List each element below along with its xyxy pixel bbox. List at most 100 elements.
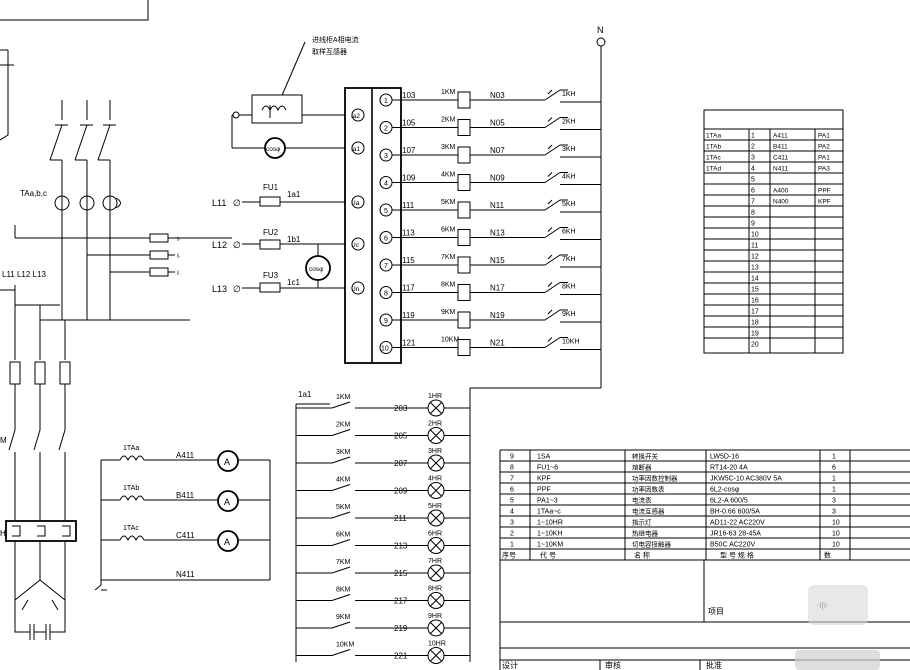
step-neutral-label: N15 bbox=[490, 256, 505, 265]
kh-contact bbox=[544, 199, 601, 213]
ammeter-ct-label: 1TAb bbox=[123, 485, 139, 492]
step-kh-label: 6KH bbox=[562, 229, 576, 236]
svg-text:RT14-20 4A: RT14-20 4A bbox=[710, 465, 748, 472]
svg-text:I·: I· bbox=[177, 253, 181, 260]
ammeter-symbol: A bbox=[224, 537, 230, 547]
svg-text:序号: 序号 bbox=[502, 551, 516, 560]
watermark-logo: ·ı|ı· bbox=[795, 585, 880, 670]
terminal-number: 6 bbox=[751, 188, 755, 195]
svg-text:1: 1 bbox=[510, 542, 514, 549]
step-km-label: 10KM bbox=[441, 337, 459, 344]
step-km-label: 7KM bbox=[441, 254, 456, 261]
terminal-dest: PA3 bbox=[818, 166, 830, 173]
km-coil bbox=[457, 256, 471, 274]
lamp-km-label: 8KM bbox=[336, 587, 351, 594]
step-km-label: 3KM bbox=[441, 144, 456, 151]
controller-input-ua bbox=[351, 195, 365, 209]
lamp-km-label: 10KM bbox=[336, 642, 354, 649]
lamp-hr-label: 7HR bbox=[428, 558, 442, 565]
frame-corner bbox=[0, 0, 149, 21]
ammeter bbox=[217, 530, 239, 552]
title-block-project: 项目 bbox=[708, 607, 724, 616]
step-km-label: 4KM bbox=[441, 172, 456, 179]
line-name-3: L13 bbox=[212, 284, 227, 294]
svg-text:4: 4 bbox=[510, 509, 514, 516]
ct-note-line1: 进线柜A相电流 bbox=[312, 35, 359, 44]
km-aux-contact bbox=[331, 594, 351, 601]
svg-text:熔断器: 熔断器 bbox=[632, 463, 652, 472]
svg-text:1: 1 bbox=[832, 487, 836, 494]
step-neutral-label: N19 bbox=[490, 311, 505, 320]
title-block-check: 审核 bbox=[605, 660, 621, 670]
kh-contact bbox=[544, 172, 601, 185]
svg-text:10: 10 bbox=[832, 542, 840, 549]
svg-text:3: 3 bbox=[832, 509, 836, 516]
svg-text:·ı|ı·: ·ı|ı· bbox=[816, 600, 829, 610]
svg-text:FU1~6: FU1~6 bbox=[537, 465, 558, 472]
controller-output-number: 9 bbox=[384, 318, 388, 325]
step-wire-label: 107 bbox=[402, 146, 416, 155]
terminal-number: 9 bbox=[751, 221, 755, 228]
svg-text:PA1~3: PA1~3 bbox=[537, 498, 558, 505]
step-km-label: 6KM bbox=[441, 227, 456, 234]
lamp-wire-label: 217 bbox=[394, 597, 408, 606]
kh-label: H bbox=[0, 529, 6, 538]
kh-contact bbox=[544, 144, 601, 158]
step-kh-label: 5KH bbox=[562, 201, 576, 208]
km-label: M bbox=[0, 436, 7, 445]
lamp-hr-label: 1HR bbox=[428, 393, 442, 400]
terminal-dest: PPF bbox=[818, 188, 831, 195]
lamp-hr-label: 6HR bbox=[428, 531, 442, 538]
neutral-label: N bbox=[597, 25, 604, 35]
ta-label: TAa,b,c bbox=[20, 189, 47, 198]
controller-input-label: Un bbox=[351, 286, 360, 293]
terminal-source: 1TAd bbox=[706, 166, 721, 173]
km-coil bbox=[457, 284, 471, 301]
km-coil bbox=[457, 229, 471, 246]
svg-text:JR16-63 28-45A: JR16-63 28-45A bbox=[710, 531, 761, 538]
step-wire-label: 103 bbox=[402, 91, 416, 100]
controller-input-label: Uc bbox=[351, 242, 360, 249]
terminal-number: 17 bbox=[751, 309, 759, 316]
svg-text:AD11-22 AC220V: AD11-22 AC220V bbox=[710, 520, 765, 527]
step-km-label: 9KM bbox=[441, 309, 456, 316]
svg-text:6: 6 bbox=[510, 487, 514, 494]
ct-coil bbox=[119, 535, 145, 542]
lamp-wire-label: 209 bbox=[394, 487, 408, 496]
terminal-number: 16 bbox=[751, 298, 759, 305]
terminal-wire: A400 bbox=[773, 188, 789, 195]
svg-text:7: 7 bbox=[510, 476, 514, 483]
km-coil bbox=[457, 91, 471, 109]
lamp-header: 1a1 bbox=[298, 390, 312, 399]
ammeter-wire-label: A411 bbox=[176, 451, 195, 460]
svg-text:6: 6 bbox=[832, 465, 836, 472]
km-aux-contact bbox=[331, 566, 351, 574]
svg-text:∅: ∅ bbox=[233, 240, 241, 250]
step-neutral-label: N17 bbox=[490, 284, 505, 293]
svg-text:10: 10 bbox=[832, 520, 840, 527]
fuse-label-2: FU2 bbox=[263, 228, 279, 237]
km-aux-contact bbox=[331, 539, 351, 546]
km-coil bbox=[457, 311, 471, 329]
ammeter-symbol: A bbox=[224, 497, 230, 507]
terminal-number: 12 bbox=[751, 254, 759, 261]
pf-meter-label: cosφ bbox=[266, 146, 280, 153]
ct-coil bbox=[119, 495, 145, 502]
lamp-hr-label: 3HR bbox=[428, 448, 442, 455]
